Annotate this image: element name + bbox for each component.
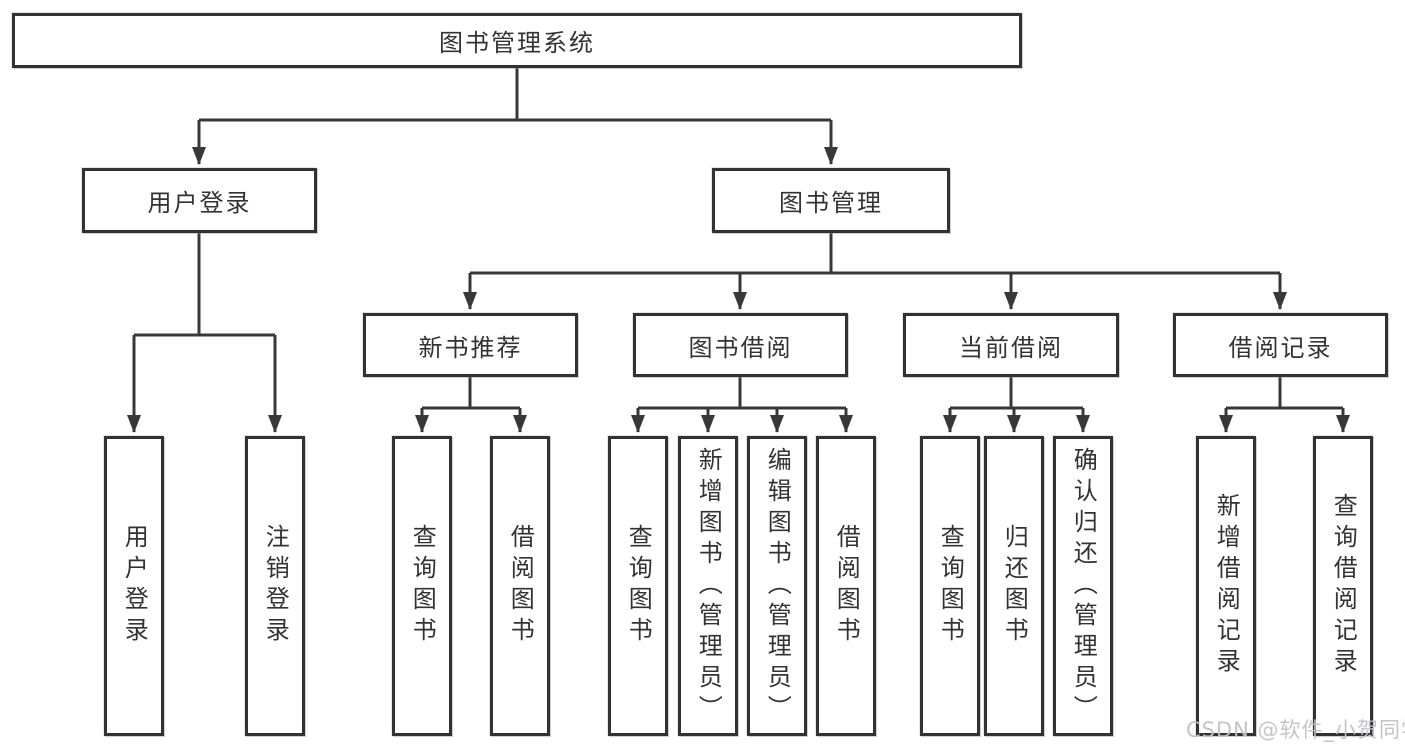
leaf-query-borrow-record: 查询借阅记录: [1313, 436, 1373, 736]
leaf-add-books-admin: 新增图书（管理员）: [678, 436, 738, 736]
leaf-user-login: 用户登录: [104, 436, 164, 736]
leaf-borrow-books-recommend: 借阅图书: [490, 436, 550, 736]
leaf-query-books-recommend: 查询图书: [392, 436, 452, 736]
leaf-return-books-label: 归还图书: [1000, 524, 1029, 648]
node-new-book-recommendation: 新书推荐: [363, 313, 578, 377]
node-new-book-recommendation-label: 新书推荐: [418, 333, 523, 362]
node-borrowing-records: 借阅记录: [1173, 313, 1388, 377]
node-book-management: 图书管理: [712, 168, 950, 233]
leaf-borrow-books-borrowing-label: 借阅图书: [832, 524, 861, 648]
node-book-borrowing-label: 图书借阅: [688, 333, 793, 362]
node-root: 图书管理系统: [12, 13, 1022, 68]
leaf-query-books-recommend-label: 查询图书: [408, 524, 437, 648]
leaf-confirm-return-admin-label: 确认归还（管理员）: [1069, 446, 1098, 726]
leaf-user-login-label: 用户登录: [120, 524, 149, 648]
leaf-confirm-return-admin: 确认归还（管理员）: [1053, 436, 1113, 736]
leaf-logout-label: 注销登录: [261, 524, 290, 648]
leaf-add-books-admin-label: 新增图书（管理员）: [694, 446, 723, 726]
leaf-query-books-current: 查询图书: [920, 436, 980, 736]
leaf-add-borrow-record: 新增借阅记录: [1196, 436, 1256, 736]
leaf-add-borrow-record-label: 新增借阅记录: [1212, 493, 1241, 679]
node-root-label: 图书管理系统: [439, 29, 595, 57]
leaf-borrow-books-recommend-label: 借阅图书: [506, 524, 535, 648]
leaf-logout: 注销登录: [245, 436, 305, 736]
node-user-login: 用户登录: [82, 168, 317, 233]
leaf-edit-books-admin-label: 编辑图书（管理员）: [763, 446, 792, 726]
leaf-query-books-borrowing-label: 查询图书: [624, 524, 653, 648]
csdn-watermark: CSDN @软件_小贺同学: [1186, 718, 1405, 742]
node-book-borrowing: 图书借阅: [633, 313, 848, 377]
leaf-borrow-books-borrowing: 借阅图书: [816, 436, 876, 736]
node-current-borrowing: 当前借阅: [903, 313, 1119, 377]
leaf-query-books-borrowing: 查询图书: [608, 436, 668, 736]
leaf-query-books-current-label: 查询图书: [936, 524, 965, 648]
node-current-borrowing-label: 当前借阅: [959, 333, 1063, 362]
leaf-edit-books-admin: 编辑图书（管理员）: [747, 436, 807, 736]
leaf-query-borrow-record-label: 查询借阅记录: [1329, 493, 1358, 679]
node-book-management-label: 图书管理: [779, 189, 883, 217]
node-user-login-label: 用户登录: [147, 189, 252, 217]
leaf-return-books: 归还图书: [984, 436, 1044, 736]
node-borrowing-records-label: 借阅记录: [1228, 333, 1333, 362]
